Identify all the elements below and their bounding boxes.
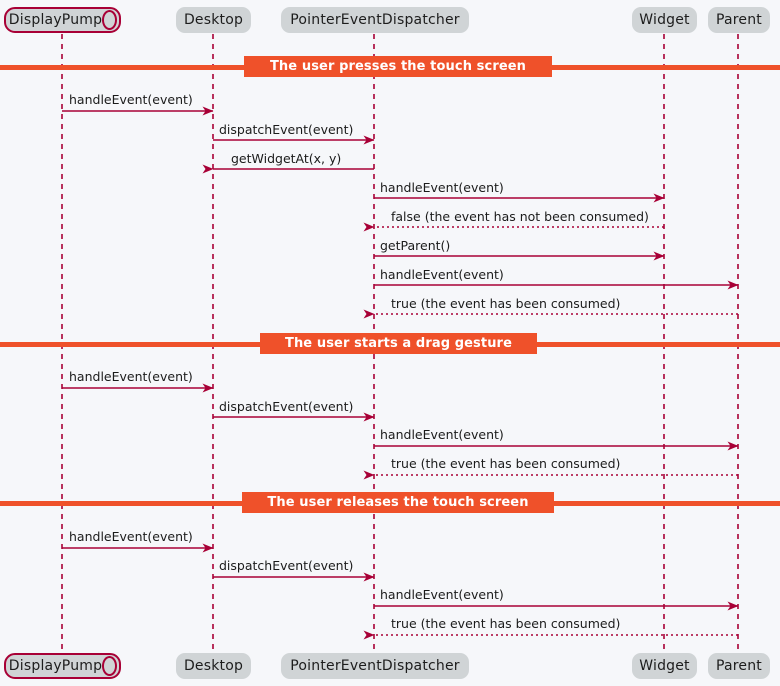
participant-head-parent[interactable]: Parent	[708, 7, 770, 33]
participant-foot-widget[interactable]: Widget	[632, 653, 697, 679]
participant-foot-displaypump[interactable]: DisplayPump	[4, 653, 121, 679]
message-label-1-6: getParent()	[380, 238, 451, 253]
participant-head-widget[interactable]: Widget	[632, 7, 697, 33]
participant-label: Desktop	[183, 12, 244, 28]
message-label-1-4: handleEvent(event)	[380, 180, 504, 195]
participant-label: Parent	[715, 658, 763, 674]
participant-label: PointerEventDispatcher	[290, 658, 460, 674]
message-label-1-1: handleEvent(event)	[69, 92, 193, 107]
message-label-3-3: handleEvent(event)	[380, 587, 504, 602]
message-label-1-5: false (the event has not been consumed)	[391, 209, 649, 224]
participant-head-desktop[interactable]: Desktop	[176, 7, 251, 33]
participant-label: Widget	[639, 12, 690, 28]
participant-head-displaypump[interactable]: DisplayPump	[4, 7, 121, 33]
participant-foot-pointereventdispatcher[interactable]: PointerEventDispatcher	[281, 653, 469, 679]
message-label-1-7: handleEvent(event)	[380, 267, 504, 282]
participant-label: Desktop	[183, 658, 244, 674]
participant-head-pointereventdispatcher[interactable]: PointerEventDispatcher	[281, 7, 469, 33]
database-cylinder-icon	[102, 656, 117, 676]
message-label-2-2: dispatchEvent(event)	[219, 399, 354, 414]
section-divider-label-1: The user presses the touch screen	[244, 56, 552, 77]
message-label-2-3: handleEvent(event)	[380, 427, 504, 442]
message-label-3-4: true (the event has been consumed)	[391, 616, 621, 631]
participant-label: PointerEventDispatcher	[290, 12, 460, 28]
participant-label: DisplayPump	[8, 658, 103, 674]
participant-label: DisplayPump	[8, 12, 103, 28]
message-label-1-2: dispatchEvent(event)	[219, 122, 354, 137]
participant-foot-parent[interactable]: Parent	[708, 653, 770, 679]
message-label-1-8: true (the event has been consumed)	[391, 296, 621, 311]
section-divider-label-2: The user starts a drag gesture	[260, 333, 537, 354]
participant-foot-desktop[interactable]: Desktop	[176, 653, 251, 679]
participant-label: Parent	[715, 12, 763, 28]
section-divider-label-3: The user releases the touch screen	[242, 492, 554, 513]
message-label-2-4: true (the event has been consumed)	[391, 456, 621, 471]
message-label-3-2: dispatchEvent(event)	[219, 558, 354, 573]
message-label-1-3: getWidgetAt(x, y)	[231, 151, 342, 166]
participant-label: Widget	[639, 658, 690, 674]
message-arrows	[62, 106, 739, 640]
message-label-3-1: handleEvent(event)	[69, 529, 193, 544]
message-label-2-1: handleEvent(event)	[69, 369, 193, 384]
database-cylinder-icon	[102, 10, 117, 30]
